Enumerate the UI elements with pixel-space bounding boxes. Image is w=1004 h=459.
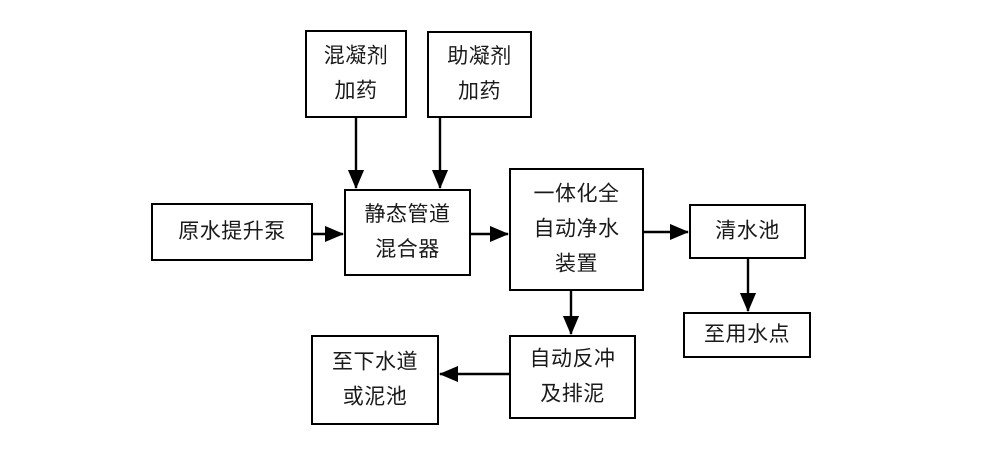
- node-label-auto-backwash-sludge-discharge: 及排泥: [540, 382, 605, 406]
- node-label-static-pipe-mixer: 混合器: [375, 237, 440, 261]
- node-label-to-sewer-or-sludge-pond: 或泥池: [343, 385, 408, 409]
- node-label-to-sewer-or-sludge-pond: 至下水道: [332, 350, 418, 374]
- node-label-coagulant-dosing: 混凝剂: [324, 44, 389, 68]
- nodes-layer: 混凝剂加药助凝剂加药原水提升泵静态管道混合器一体化全自动净水装置清水池至用水点自…: [151, 30, 811, 425]
- node-label-coagulant-dosing: 加药: [335, 79, 378, 103]
- node-box-to-sewer-or-sludge-pond[interactable]: [311, 335, 439, 425]
- node-box-static-pipe-mixer[interactable]: [344, 189, 471, 276]
- node-to-water-use-point[interactable]: 至用水点: [683, 312, 811, 358]
- node-label-integrated-auto-water-purifier: 一体化全: [534, 182, 620, 206]
- node-label-to-water-use-point: 至用水点: [704, 322, 790, 346]
- node-label-raw-water-pump: 原水提升泵: [178, 219, 286, 243]
- node-box-to-water-use-point[interactable]: [683, 312, 811, 358]
- node-label-static-pipe-mixer: 静态管道: [365, 202, 451, 226]
- node-label-auto-backwash-sludge-discharge: 自动反冲: [530, 347, 616, 371]
- node-box-flocculant-dosing[interactable]: [427, 31, 532, 118]
- node-clean-water-tank[interactable]: 清水池: [689, 204, 806, 259]
- node-label-integrated-auto-water-purifier: 装置: [555, 252, 598, 276]
- node-box-raw-water-pump[interactable]: [151, 203, 313, 261]
- node-label-flocculant-dosing: 助凝剂: [447, 44, 512, 68]
- node-label-integrated-auto-water-purifier: 自动净水: [534, 217, 620, 241]
- node-label-clean-water-tank: 清水池: [715, 219, 780, 243]
- node-box-clean-water-tank[interactable]: [689, 204, 806, 259]
- node-box-auto-backwash-sludge-discharge[interactable]: [509, 335, 636, 419]
- node-box-coagulant-dosing[interactable]: [305, 30, 407, 118]
- edges-layer: [312, 117, 757, 383]
- node-label-flocculant-dosing: 加药: [458, 79, 501, 103]
- node-raw-water-pump[interactable]: 原水提升泵: [151, 203, 313, 261]
- node-box-integrated-auto-water-purifier[interactable]: [509, 168, 644, 291]
